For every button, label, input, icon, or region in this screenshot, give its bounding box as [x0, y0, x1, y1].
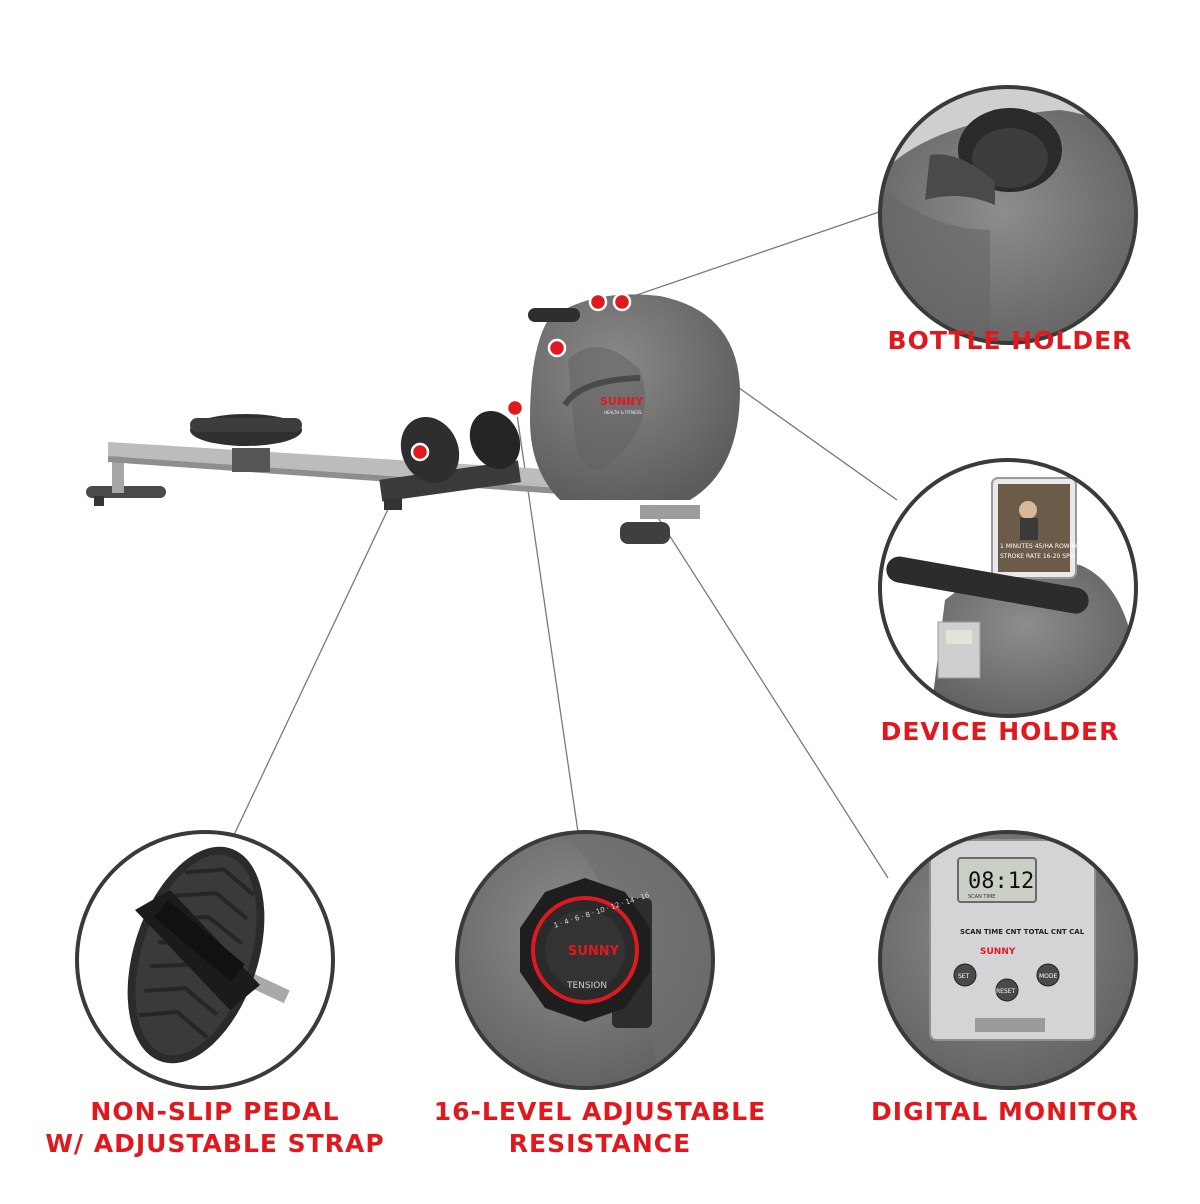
- label-pedal-line2: W/ ADJUSTABLE STRAP: [45, 1129, 385, 1158]
- pedal-foot: [384, 498, 402, 510]
- label-resistance-line2: RESISTANCE: [508, 1129, 692, 1158]
- knob-label: TENSION: [566, 981, 607, 991]
- rear-stabilizer: [86, 486, 166, 498]
- footrest-assembly: [379, 410, 521, 510]
- mode-button[interactable]: [1036, 963, 1060, 987]
- device-holder-detail: 1 MINUTES 45/HA ROWING STROKE RATE 16-20…: [878, 458, 1138, 718]
- hotspot-device: [612, 292, 632, 312]
- hotspot-resistance: [505, 398, 525, 418]
- monitor-mode-labels: SCAN TIME CNT TOTAL CNT CAL: [960, 928, 1085, 936]
- bottle-circle-frame: [878, 85, 1138, 345]
- row-handle: [528, 308, 580, 322]
- resistance-detail: 1 · 4 · 6 · 8 · 10 · 12 · 14 · 16 SUNNY …: [455, 830, 715, 1090]
- footrest-base: [379, 460, 521, 502]
- hotspot-monitor: [547, 338, 567, 358]
- handle-bar: [886, 556, 1089, 614]
- rowing-machine: SUNNY HEALTH & FITNESS: [86, 292, 740, 544]
- device-circle-frame: [878, 458, 1138, 718]
- resistance-circle-frame: [455, 830, 715, 1090]
- pedal-circle-frame: [75, 830, 335, 1090]
- reset-button[interactable]: [995, 978, 1019, 1002]
- tablet-text-2: STROKE RATE 16-20 SPM: [1000, 553, 1075, 560]
- set-button[interactable]: [953, 963, 977, 987]
- label-bottle-holder: BOTTLE HOLDER: [887, 326, 1133, 355]
- leader-pedal: [232, 504, 391, 838]
- label-digital-monitor: DIGITAL MONITOR: [871, 1097, 1139, 1126]
- rower-brand-sub: HEALTH & FITNESS: [604, 410, 642, 415]
- rear-foot: [94, 496, 104, 506]
- label-pedal: NON-SLIP PEDAL W/ ADJUSTABLE STRAP: [40, 1096, 390, 1160]
- label-device-holder: DEVICE HOLDER: [880, 717, 1120, 746]
- leader-monitor: [649, 504, 889, 879]
- front-leg: [640, 505, 700, 519]
- seat-top: [190, 418, 302, 432]
- monitor-circle-frame: [878, 830, 1138, 1090]
- monitor-detail: 08:12 SCAN TIME SCAN TIME CNT TOTAL CNT …: [878, 830, 1138, 1090]
- label-pedal-line1: NON-SLIP PEDAL: [90, 1097, 340, 1126]
- hotspot-pedal: [410, 442, 430, 462]
- bottle-holder-detail: [878, 85, 1138, 345]
- lcd-sub: SCAN TIME: [968, 894, 995, 900]
- pedal-detail: [75, 830, 335, 1090]
- front-stabilizer: [620, 522, 670, 544]
- label-resistance-line1: 16-LEVEL ADJUSTABLE: [433, 1097, 767, 1126]
- rear-leg: [112, 455, 124, 493]
- monitor-brand: SUNNY: [980, 947, 1016, 957]
- housing-swoosh: [562, 375, 641, 407]
- lcd-display: [957, 857, 1037, 903]
- set-button-label: SET: [958, 973, 970, 980]
- right-pedal: [469, 410, 521, 470]
- knob-brand: SUNNY: [568, 944, 620, 959]
- lcd-value: 08:12: [968, 869, 1034, 894]
- rower-brand-logo: SUNNY: [600, 395, 644, 408]
- tablet-text-1: 1 MINUTES 45/HA ROWING: [1000, 543, 1081, 550]
- seat-carriage: [232, 448, 270, 472]
- leader-bottle: [621, 209, 886, 301]
- feature-hotspots: [410, 292, 632, 462]
- left-pedal: [400, 416, 460, 484]
- mode-button-label: MODE: [1039, 973, 1058, 980]
- label-resistance: 16-LEVEL ADJUSTABLE RESISTANCE: [430, 1096, 770, 1160]
- reset-button-label: RESET: [996, 988, 1016, 995]
- hotspot-bottle: [588, 292, 608, 312]
